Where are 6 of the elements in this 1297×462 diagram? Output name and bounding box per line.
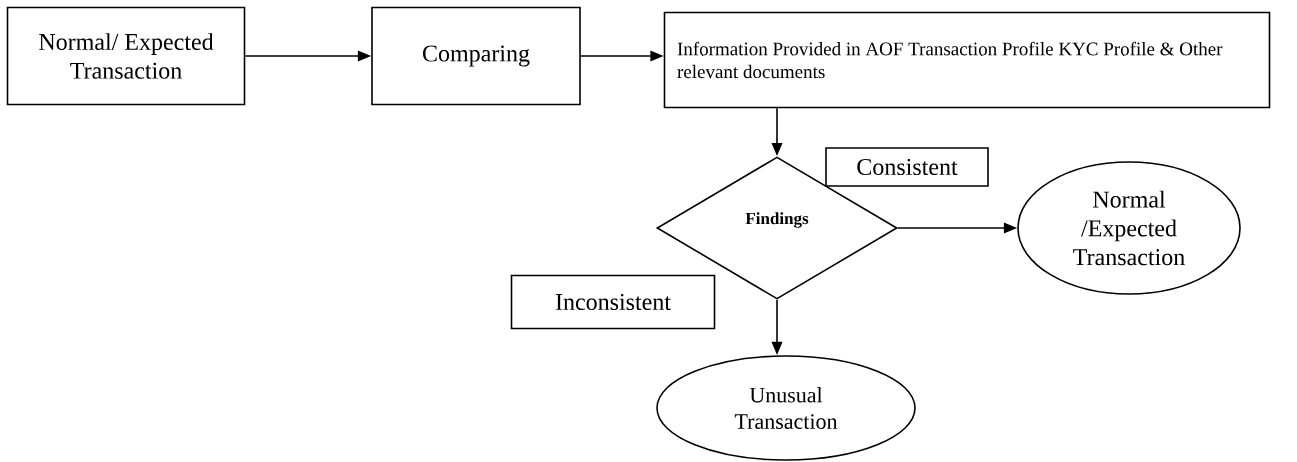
label-box: Inconsistent (510, 274, 716, 330)
node-label: Findings (745, 212, 809, 228)
process-box: Normal/ Expected Transaction (6, 6, 246, 106)
label-box: Consistent (825, 147, 989, 187)
process-box: Information Provided in AOF Transaction Profile KYC Profile & Other relevant documents (663, 11, 1271, 109)
process-box: Comparing (371, 6, 581, 106)
